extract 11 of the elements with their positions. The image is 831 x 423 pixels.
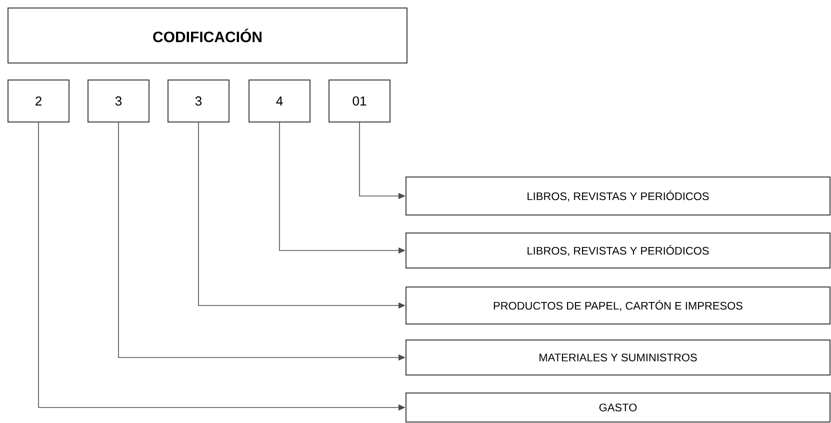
code-box: 4 — [248, 80, 310, 122]
category-box: LIBROS, REVISTAS Y PERIÓDICOS — [406, 176, 830, 216]
category-box: LIBROS, REVISTAS Y PERIÓDICOS — [406, 232, 830, 268]
category-box: PRODUCTOS DE PAPEL, CARTÓN E IMPRESOS — [406, 286, 830, 324]
heading-box: CODIFICACIÓN — [8, 8, 408, 64]
category-box: GASTO — [406, 392, 830, 422]
code-box: 01 — [328, 80, 390, 122]
category-box: MATERIALES Y SUMINISTROS — [406, 340, 830, 376]
code-box: 3 — [168, 80, 230, 122]
code-box: 3 — [88, 80, 150, 122]
code-box: 2 — [8, 80, 70, 122]
